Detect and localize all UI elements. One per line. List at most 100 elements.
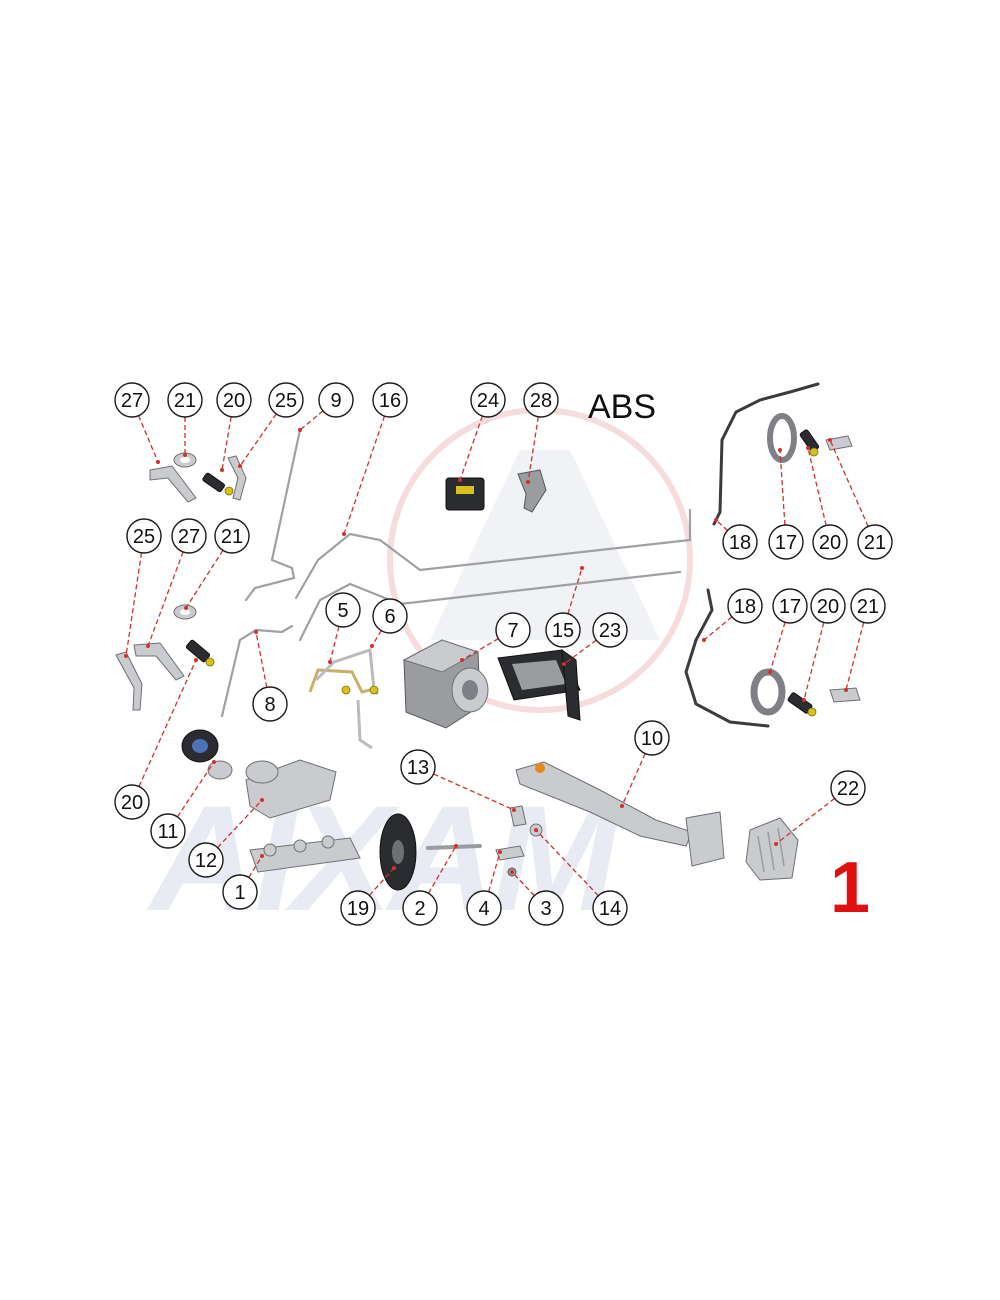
callout-number: 5 [337, 600, 348, 622]
callout-circle [857, 524, 893, 560]
part-ecu-24 [445, 477, 485, 511]
leader-line-17 [779, 449, 786, 526]
callout-circle [722, 524, 758, 560]
callout-9: 9 [318, 382, 354, 418]
callout-number: 21 [857, 596, 879, 618]
callout-2: 2 [402, 890, 438, 926]
callout-number: 18 [734, 596, 756, 618]
callout-21: 21 [857, 524, 893, 560]
callout-circle [150, 813, 186, 849]
callout-circle [727, 588, 763, 624]
callout-18: 18 [722, 524, 758, 560]
leader-end-10 [620, 804, 624, 808]
callout-number: 25 [133, 526, 155, 548]
callout-circle [340, 890, 376, 926]
callout-number: 10 [641, 728, 663, 750]
leader-end-1 [260, 854, 264, 858]
leader-lines [124, 410, 869, 897]
callout-10: 10 [634, 720, 670, 756]
part-tone-ring-17-top [767, 413, 797, 463]
part-sensor-20-right-bottom [787, 692, 817, 717]
part-plate-19 [379, 813, 417, 891]
callout-circle [545, 612, 581, 648]
leader-line-25 [125, 552, 143, 657]
leader-line-10 [621, 753, 646, 807]
part-bracket-27-mid [133, 642, 185, 681]
part-abs-unit-7 [402, 639, 489, 729]
callout-24: 24 [470, 382, 506, 418]
part-tone-ring-17-bottom [750, 668, 786, 716]
callout-number: 20 [121, 792, 143, 814]
leader-end-20 [194, 658, 198, 662]
part-sensor-20-top [202, 472, 234, 496]
callout-6: 6 [372, 598, 408, 634]
part-bracket-25-top [227, 455, 247, 501]
callout-number: 3 [540, 898, 551, 920]
callout-circle [268, 382, 304, 418]
callout-number: 20 [819, 532, 841, 554]
leader-line-21 [829, 439, 869, 527]
part-sensor-20-right-top [799, 429, 820, 457]
leader-end-21 [828, 438, 832, 442]
leader-end-21 [184, 606, 188, 610]
leader-end-5 [328, 660, 332, 664]
leader-line-18 [715, 519, 728, 531]
leader-line-20 [803, 622, 825, 701]
callout-circle [850, 588, 886, 624]
leader-end-3 [510, 870, 514, 874]
leader-line-11 [176, 761, 215, 818]
callout-number: 8 [264, 694, 275, 716]
leader-line-2 [427, 845, 457, 894]
callout-number: 12 [195, 850, 217, 872]
leader-end-13 [512, 808, 516, 812]
callout-circle [126, 518, 162, 554]
callout-circle [400, 749, 436, 785]
leader-line-4 [488, 851, 501, 892]
part-pipes-5-6 [308, 647, 380, 750]
part-pedal-arm-10 [515, 761, 725, 867]
leader-end-17 [768, 670, 772, 674]
leader-end-21 [183, 453, 187, 457]
leader-end-24 [458, 478, 462, 482]
callout-3: 3 [528, 890, 564, 926]
leader-end-11 [212, 760, 216, 764]
callout-number: 17 [775, 532, 797, 554]
leader-line-14 [535, 829, 599, 897]
callout-circle [372, 598, 408, 634]
callout-number: 20 [223, 390, 245, 412]
leader-end-25 [238, 464, 242, 468]
leader-line-25 [239, 413, 277, 467]
callout-circle [114, 784, 150, 820]
callout-25: 25 [126, 518, 162, 554]
callout-circle [402, 890, 438, 926]
leader-end-18 [714, 518, 718, 522]
callout-5: 5 [325, 592, 361, 628]
callout-circle [592, 612, 628, 648]
callout-14: 14 [592, 890, 628, 926]
callout-circle [523, 382, 559, 418]
part-hose-18-top [712, 382, 820, 526]
callout-circle [252, 686, 288, 722]
leader-end-23 [562, 662, 566, 666]
callout-number: 22 [837, 778, 859, 800]
callout-number: 27 [178, 526, 200, 548]
leader-line-27 [147, 551, 184, 647]
callout-circle [466, 890, 502, 926]
leader-end-9 [298, 428, 302, 432]
leader-line-8 [255, 631, 268, 688]
leader-line-22 [775, 797, 835, 845]
leader-line-19 [368, 867, 395, 896]
callout-number: 13 [407, 757, 429, 779]
leader-line-16 [343, 415, 386, 535]
callout-21: 21 [850, 588, 886, 624]
callout-20: 20 [114, 784, 150, 820]
page-number: 1 [830, 848, 870, 928]
callout-circle [325, 592, 361, 628]
leader-line-1 [248, 855, 263, 878]
leader-end-16 [342, 532, 346, 536]
leader-end-22 [774, 842, 778, 846]
leader-end-20 [806, 446, 810, 450]
leader-end-6 [370, 644, 374, 648]
section-label: ABS [588, 388, 656, 426]
leader-end-14 [534, 828, 538, 832]
